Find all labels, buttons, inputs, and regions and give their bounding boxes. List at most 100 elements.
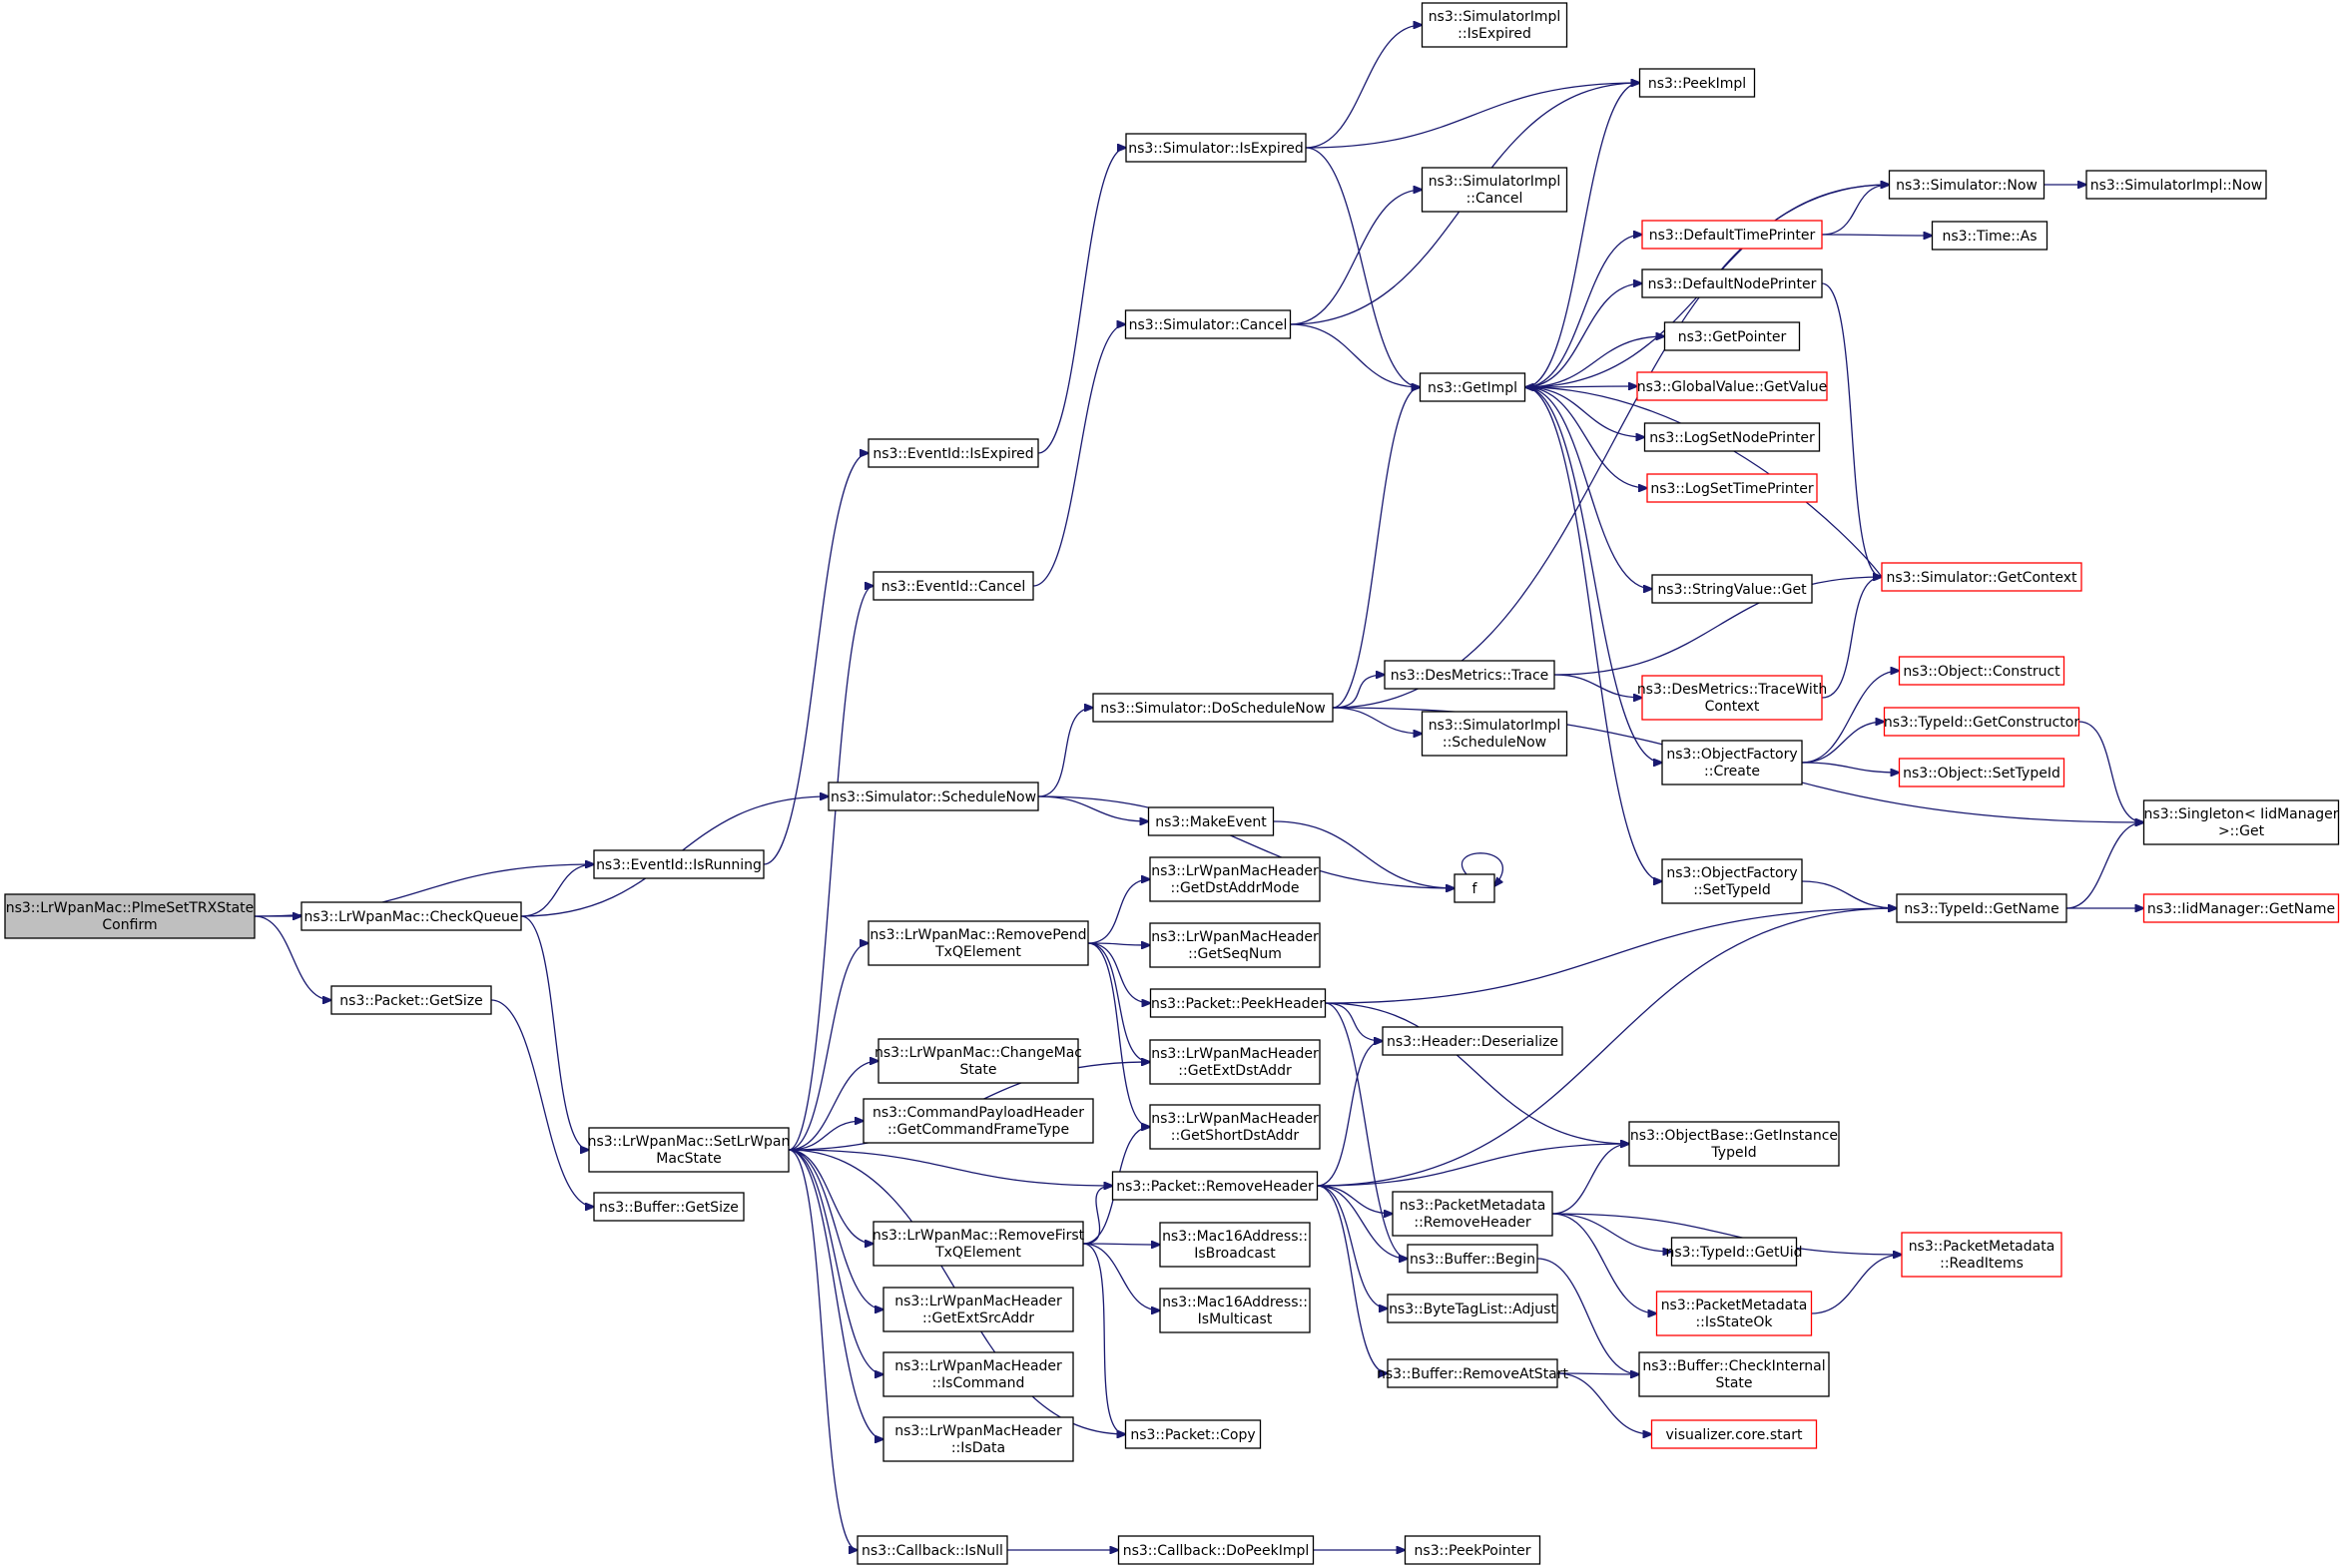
node-isMulticast[interactable]: ns3::Mac16Address::IsMulticast [1159,1288,1311,1333]
edge-removePend-to-extDst [1087,942,1150,1062]
node-ofCreate[interactable]: ns3::ObjectFactory::Create [1661,740,1803,785]
node-isData[interactable]: ns3::LrWpanMacHeader::IsData [882,1416,1074,1462]
node-doSchedNow[interactable]: ns3::Simulator::DoScheduleNow [1092,693,1334,723]
edge-getImpl-to-strGet [1524,386,1653,589]
node-label: ns3::LrWpanMacHeader [1151,1111,1319,1127]
node-singletonGet[interactable]: ns3::Singleton< IidManager>::Get [2142,799,2340,845]
node-implNow[interactable]: ns3::SimulatorImpl::Now [2085,170,2267,200]
edge-setState-to-removeHeader [788,1149,1113,1186]
node-getPointer[interactable]: ns3::GetPointer [1663,321,1801,351]
node-f[interactable]: f [1454,873,1495,903]
node-pmIsStateOk[interactable]: ns3::PacketMetadata::IsStateOk [1655,1291,1813,1336]
node-label: ns3::CommandPayloadHeader [873,1105,1084,1121]
node-isBroadcast[interactable]: ns3::Mac16Address::IsBroadcast [1159,1222,1311,1268]
node-label: ns3::Packet::RemoveHeader [1116,1179,1314,1195]
node-objSetTypeId[interactable]: ns3::Object::SetTypeId [1898,758,2065,787]
node-checkQueue[interactable]: ns3::LrWpanMac::CheckQueue [300,901,522,931]
node-gvGetValue[interactable]: ns3::GlobalValue::GetValue [1636,371,1828,401]
node-defTimePrinter[interactable]: ns3::DefaultTimePrinter [1641,220,1823,250]
node-typeGetName[interactable]: ns3::TypeId::GetName [1896,893,2067,923]
edge-bufBegin-to-bufCheckInternal [1536,1258,1639,1374]
node-pktGetSize[interactable]: ns3::Packet::GetSize [330,985,492,1015]
node-peekHeader[interactable]: ns3::Packet::PeekHeader [1149,988,1327,1018]
node-box [1149,922,1321,968]
node-label: ns3::GlobalValue::GetValue [1637,379,1827,395]
node-label: ns3::Mac16Address:: [1162,1229,1308,1245]
node-getConstructor[interactable]: ns3::TypeId::GetConstructor [1883,707,2079,737]
edge-ofCreate-to-getConstructor [1801,722,1885,764]
node-pktCopy[interactable]: ns3::Packet::Copy [1124,1419,1262,1449]
edge-getImpl-to-defNodePrinter [1524,283,1643,388]
node-simIsExpired[interactable]: ns3::Simulator::IsExpired [1125,133,1307,163]
edge-setState-to-isData [788,1149,883,1439]
node-pmReadItems[interactable]: ns3::PacketMetadata::ReadItems [1901,1232,2062,1278]
node-seqNum[interactable]: ns3::LrWpanMacHeader::GetSeqNum [1149,922,1321,968]
node-peekPointer[interactable]: ns3::PeekPointer [1404,1535,1541,1565]
node-logSetTime[interactable]: ns3::LogSetTimePrinter [1646,473,1818,503]
node-box [1661,740,1803,785]
node-implSchedNow[interactable]: ns3::SimulatorImpl::ScheduleNow [1421,711,1568,757]
node-simNow[interactable]: ns3::Simulator::Now [1888,170,2046,200]
node-box [1638,68,1756,98]
node-getContext[interactable]: ns3::Simulator::GetContext [1881,562,2082,592]
node-label: ns3::GetPointer [1678,329,1787,345]
node-eidCancel[interactable]: ns3::EventId::Cancel [873,571,1034,601]
node-timeAs[interactable]: ns3::Time::As [1931,221,2048,251]
node-ofSetTypeId[interactable]: ns3::ObjectFactory::SetTypeId [1661,858,1803,904]
node-schedNow[interactable]: ns3::Simulator::ScheduleNow [828,782,1039,811]
node-simCancel[interactable]: ns3::Simulator::Cancel [1124,309,1292,339]
node-logSetNode[interactable]: ns3::LogSetNodePrinter [1643,422,1821,452]
node-label: ::IsStateOk [1695,1314,1773,1330]
node-extSrc[interactable]: ns3::LrWpanMacHeader::GetExtSrcAddr [882,1287,1074,1332]
node-doPeekImpl[interactable]: ns3::Callback::DoPeekImpl [1117,1535,1315,1565]
node-box [1670,1237,1798,1267]
edge-simIsExpired-to-implIsExpired [1305,25,1423,149]
node-makeEvent[interactable]: ns3::MakeEvent [1147,806,1275,836]
node-btlAdjust[interactable]: ns3::ByteTagList::Adjust [1387,1294,1558,1323]
node-box [857,1535,1008,1565]
node-desTrace[interactable]: ns3::DesMetrics::Trace [1384,660,1555,690]
node-bufRemoveAtStart[interactable]: ns3::Buffer::RemoveAtStart [1377,1358,1569,1388]
node-isCommand[interactable]: ns3::LrWpanMacHeader::IsCommand [882,1351,1074,1397]
node-vizStart[interactable]: visualizer.core.start [1650,1419,1818,1449]
node-peekImpl[interactable]: ns3::PeekImpl [1638,68,1756,98]
node-cbIsNull[interactable]: ns3::Callback::IsNull [857,1535,1008,1565]
node-typeGetUid[interactable]: ns3::TypeId::GetUid [1665,1237,1803,1267]
node-box [1149,856,1321,902]
node-removeHeader[interactable]: ns3::Packet::RemoveHeader [1111,1171,1319,1201]
node-defNodePrinter[interactable]: ns3::DefaultNodePrinter [1641,268,1823,298]
node-eidIsExpired[interactable]: ns3::EventId::IsExpired [868,438,1039,468]
node-bufGetSize[interactable]: ns3::Buffer::GetSize [593,1192,745,1222]
node-dstMode[interactable]: ns3::LrWpanMacHeader::GetDstAddrMode [1149,856,1321,902]
node-getImpl[interactable]: ns3::GetImpl [1419,372,1526,402]
edge-bufRemoveAtStart-to-bufCheckInternal [1556,1373,1639,1374]
node-pmRemoveHeader[interactable]: ns3::PacketMetadata::RemoveHeader [1392,1191,1553,1237]
node-iidGetName[interactable]: ns3::IidManager::GetName [2142,893,2340,923]
node-hdrDeserialize[interactable]: ns3::Header::Deserialize [1382,1026,1563,1056]
node-bufBegin[interactable]: ns3::Buffer::Begin [1407,1244,1538,1274]
node-label: ns3::GetImpl [1428,380,1517,396]
node-isRunning[interactable]: ns3::EventId::IsRunning [593,849,765,879]
edge-traceWith-to-getContext [1821,577,1882,699]
node-label: ns3::EventId::IsExpired [873,446,1033,462]
node-shortDst[interactable]: ns3::LrWpanMacHeader::GetShortDstAddr [1149,1104,1321,1150]
node-box [1636,371,1828,401]
node-label: ns3::LrWpanMac::RemovePend [870,927,1086,943]
node-strGet[interactable]: ns3::StringValue::Get [1651,574,1813,604]
edge-pmIsStateOk-to-pmReadItems [1811,1255,1903,1314]
node-extDst[interactable]: ns3::LrWpanMacHeader::GetExtDstAddr [1149,1039,1321,1085]
edge-removePend-to-dstMode [1087,879,1150,944]
node-implIsExpired[interactable]: ns3::SimulatorImpl::IsExpired [1421,2,1568,48]
node-implCancel[interactable]: ns3::SimulatorImpl::Cancel [1421,167,1568,213]
node-objConstruct[interactable]: ns3::Object::Construct [1898,656,2065,686]
node-cmdFrame[interactable]: ns3::CommandPayloadHeader::GetCommandFra… [863,1098,1094,1144]
